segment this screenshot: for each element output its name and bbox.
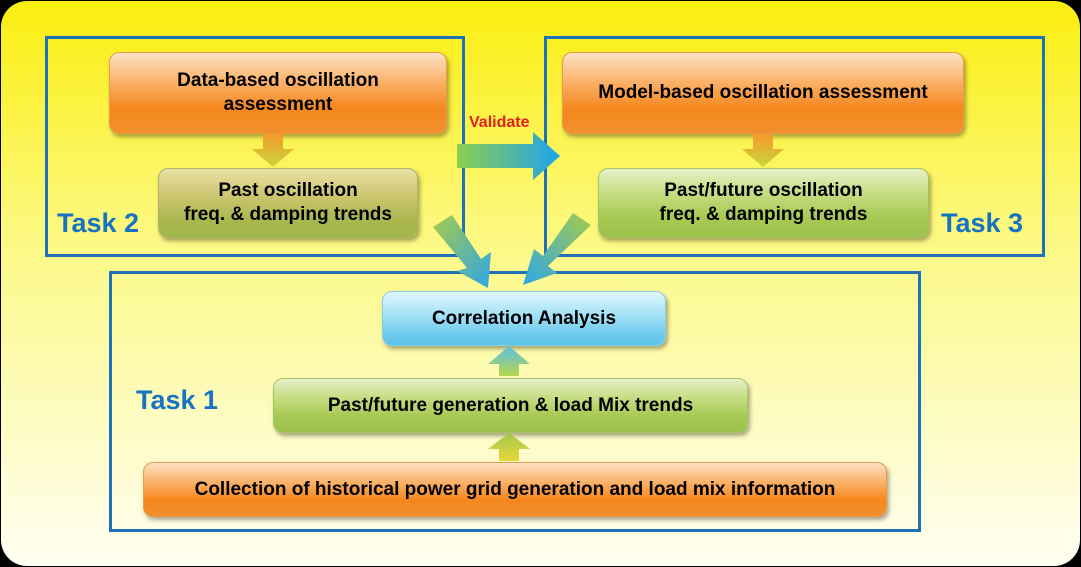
arrow-diagonal-left	[433, 215, 491, 288]
arrow-down-task3	[742, 134, 784, 167]
past-future-oscillation-box: Past/future oscillation freq. & damping …	[598, 168, 929, 238]
task1-frame	[109, 271, 921, 532]
generation-load-mix-trends-box: Past/future generation & load Mix trends	[273, 378, 748, 433]
task2-label: Task 2	[57, 208, 140, 238]
historical-data-collection-box: Collection of historical power grid gene…	[143, 462, 887, 517]
arrow-up-to-correlation	[488, 346, 530, 376]
data-based-assessment-box: Data-based oscillation assessment	[109, 52, 447, 134]
arrow-down-task2	[252, 134, 294, 167]
past-oscillation-box: Past oscillation freq. & damping trends	[158, 168, 418, 238]
arrow-diagonal-right	[523, 213, 591, 285]
validate-label: Validate	[469, 114, 530, 131]
arrow-up-to-trends	[488, 433, 530, 461]
validate-arrow	[457, 132, 560, 180]
model-based-assessment-box: Model-based oscillation assessment	[562, 52, 964, 134]
task3-label: Task 3	[941, 208, 1024, 238]
correlation-analysis-box: Correlation Analysis	[382, 291, 666, 346]
task1-label: Task 1	[136, 385, 219, 415]
